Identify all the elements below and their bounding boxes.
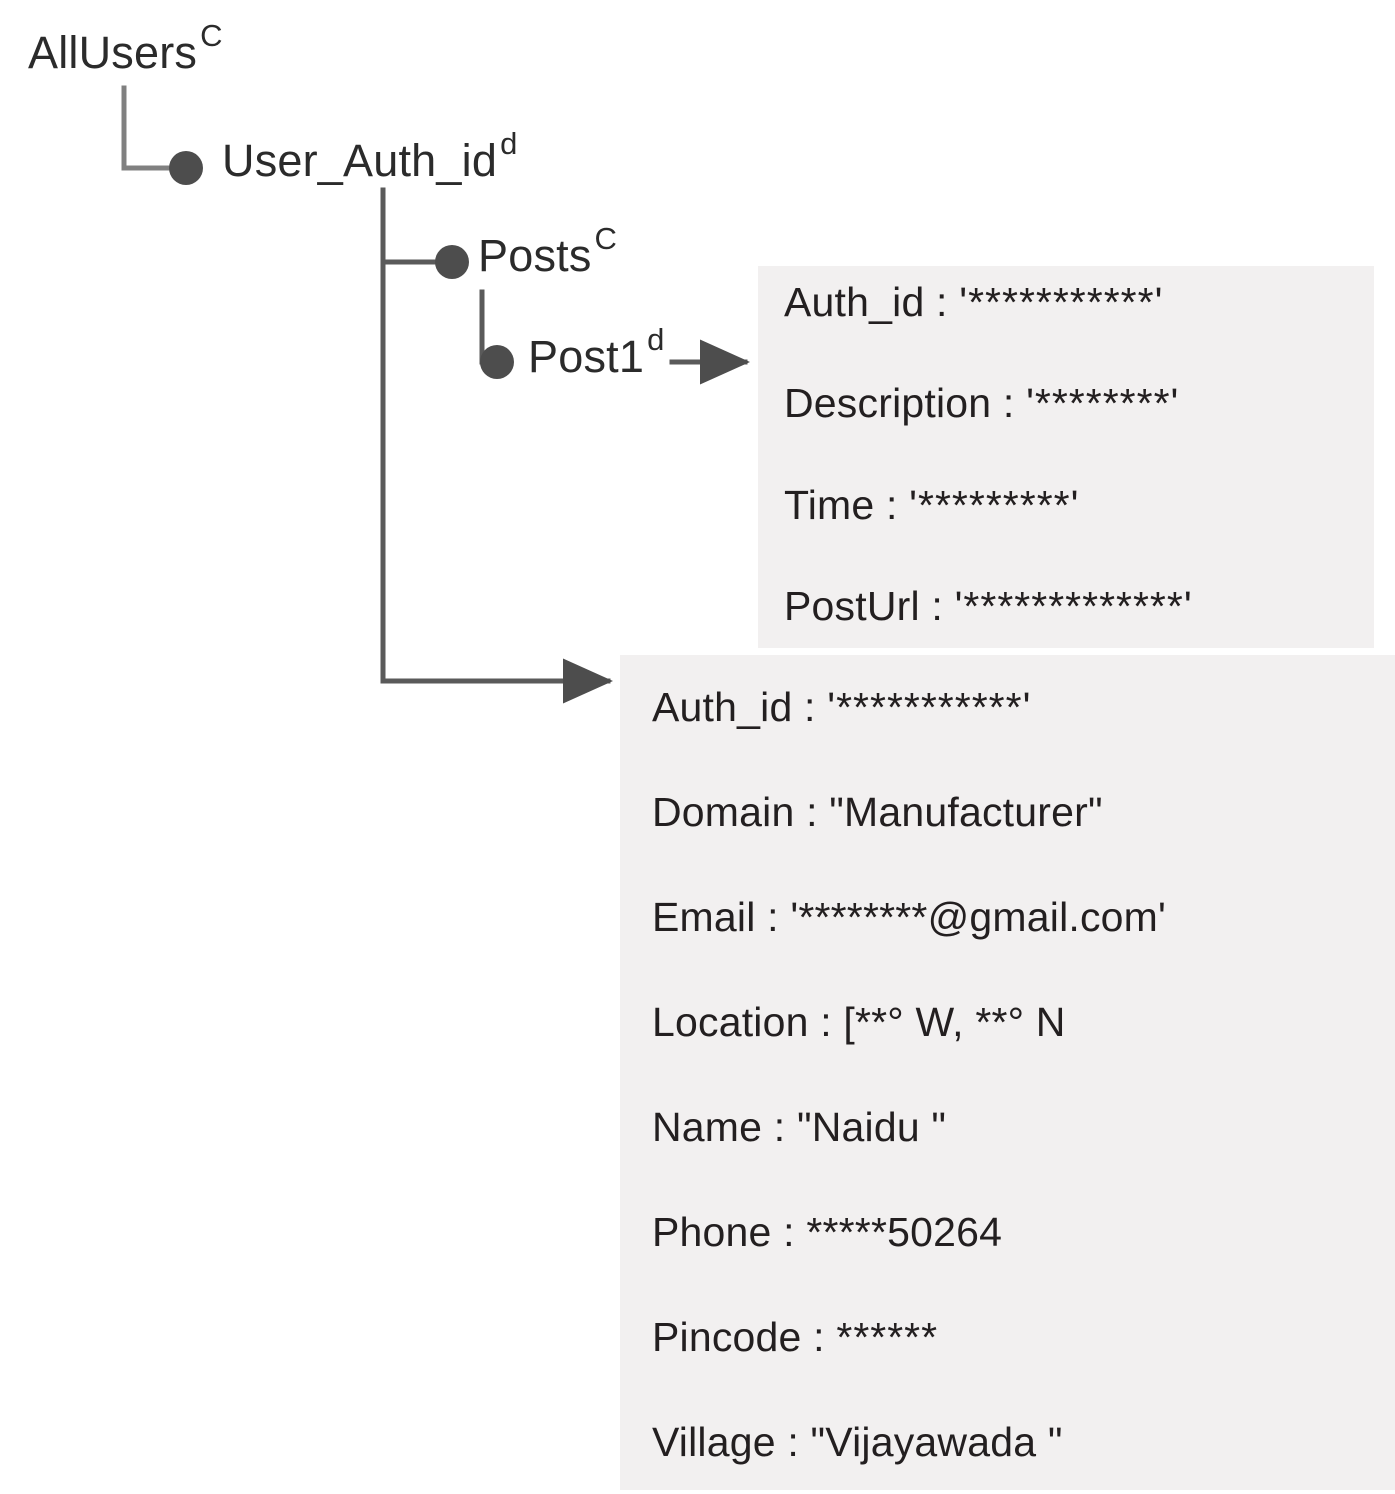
user-field-email: Email : '********@gmail.com'	[652, 897, 1166, 938]
user-field-phone: Phone : *****50264	[652, 1212, 1002, 1253]
post-field-description-separator: :	[991, 380, 1027, 426]
user-field-phone-key: Phone	[652, 1209, 772, 1255]
user-document-panel: Auth_id : '***********' Domain : "Manufa…	[620, 655, 1395, 1490]
user-field-email-separator: :	[755, 894, 791, 940]
post-field-posturl-key: PostUrl	[784, 583, 920, 629]
user-field-auth-id: Auth_id : '***********'	[652, 687, 1031, 728]
tree-node-allusers-superscript: C	[200, 17, 223, 53]
user-field-phone-separator: :	[771, 1209, 807, 1255]
user-field-name-separator: :	[762, 1104, 797, 1150]
post-field-auth-id: Auth_id : '***********'	[784, 282, 1163, 323]
post-field-auth-id-value: '***********'	[959, 279, 1164, 325]
tree-node-post1-superscript: d	[647, 321, 665, 357]
tree-node-allusers[interactable]: AllUsersC	[28, 20, 223, 78]
user-field-auth-id-separator: :	[792, 684, 828, 730]
post-field-posturl-value: '*************'	[954, 583, 1193, 629]
user-field-village: Village : "Vijayawada "	[652, 1422, 1063, 1463]
tree-node-posts-superscript: C	[594, 220, 618, 256]
tree-node-post1-label: Post1	[528, 331, 645, 382]
user-field-name-key: Name	[652, 1104, 763, 1150]
tree-node-user-auth-id[interactable]: User_Auth_idd	[222, 128, 517, 186]
user-field-domain-value: "Manufacturer"	[829, 789, 1103, 835]
user-field-location: Location : [**° W, **° N	[652, 1002, 1066, 1043]
tree-node-posts[interactable]: PostsC	[478, 223, 617, 281]
post-field-time-separator: :	[874, 482, 910, 528]
user-field-pincode-value: ******	[836, 1314, 939, 1360]
tree-node-user-auth-id-superscript: d	[500, 125, 518, 161]
edge-posts-to-post1	[479, 289, 515, 380]
user-field-pincode-separator: :	[801, 1314, 837, 1360]
post-document-panel: Auth_id : '***********' Description : '*…	[758, 266, 1374, 648]
user-field-name: Name : "Naidu "	[652, 1107, 946, 1148]
edge-allusers-to-user-auth-id	[121, 85, 204, 186]
user-field-domain-separator: :	[794, 789, 830, 835]
user-field-domain: Domain : "Manufacturer"	[652, 792, 1103, 833]
user-field-village-key: Village	[652, 1419, 776, 1465]
user-field-pincode: Pincode : ******	[652, 1317, 938, 1358]
user-field-email-key: Email	[652, 894, 756, 940]
user-field-location-value: [**° W, **° N	[843, 999, 1066, 1045]
post-field-auth-id-key: Auth_id	[784, 279, 925, 325]
post-field-description-key: Description	[784, 380, 992, 426]
tree-node-post1[interactable]: Post1d	[528, 324, 664, 382]
post-field-description-value: '********'	[1026, 380, 1180, 426]
user-field-name-value: "Naidu "	[796, 1104, 947, 1150]
post-field-posturl: PostUrl : '*************'	[784, 586, 1193, 627]
user-field-phone-value: *****50264	[806, 1209, 1003, 1255]
tree-node-posts-label: Posts	[478, 230, 592, 281]
post-field-description: Description : '********'	[784, 383, 1179, 424]
user-field-village-separator: :	[775, 1419, 811, 1465]
user-field-location-key: Location	[652, 999, 809, 1045]
user-field-domain-key: Domain	[652, 789, 795, 835]
post-field-time-value: '*********'	[909, 482, 1080, 528]
user-field-location-separator: :	[808, 999, 844, 1045]
user-field-pincode-key: Pincode	[652, 1314, 802, 1360]
user-field-auth-id-key: Auth_id	[652, 684, 793, 730]
user-field-village-value: "Vijayawada "	[810, 1419, 1063, 1465]
tree-node-allusers-label: AllUsers	[28, 27, 198, 78]
post-field-auth-id-separator: :	[924, 279, 960, 325]
post-field-time-key: Time	[784, 482, 875, 528]
post-field-posturl-separator: :	[919, 583, 955, 629]
tree-node-user-auth-id-label: User_Auth_id	[222, 135, 498, 186]
post-field-time: Time : '*********'	[784, 485, 1079, 526]
user-field-auth-id-value: '***********'	[827, 684, 1032, 730]
user-field-email-value: '********@gmail.com'	[790, 894, 1167, 940]
